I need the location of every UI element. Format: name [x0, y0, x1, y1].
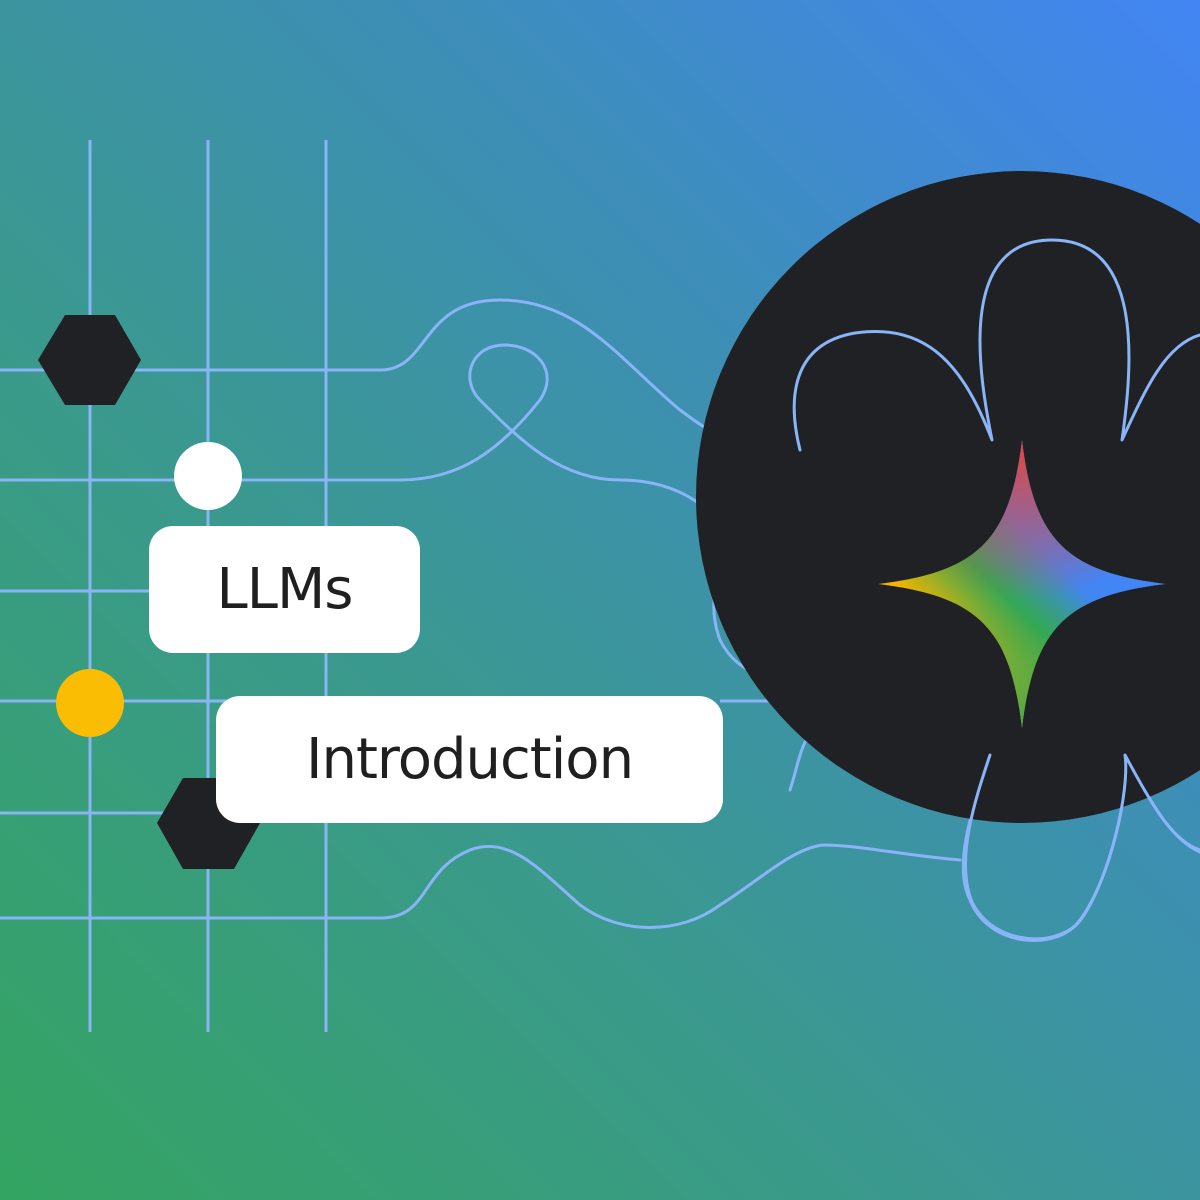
hexagon-shape: [38, 315, 141, 405]
petal-inner: [792, 238, 1200, 941]
label-introduction: Introduction: [216, 696, 723, 823]
petal-inner-top: [792, 238, 1200, 452]
white-dot: [174, 442, 242, 510]
label-introduction-text: Introduction: [305, 727, 634, 792]
label-llms-text: LLMs: [216, 557, 354, 622]
logo-backdrop: [696, 171, 1200, 823]
petal-inner-bottom: [964, 753, 1200, 941]
yellow-dot: [56, 669, 124, 737]
curve-bottom: [0, 843, 962, 929]
curve-loop: [0, 343, 842, 683]
label-llms: LLMs: [149, 526, 420, 653]
